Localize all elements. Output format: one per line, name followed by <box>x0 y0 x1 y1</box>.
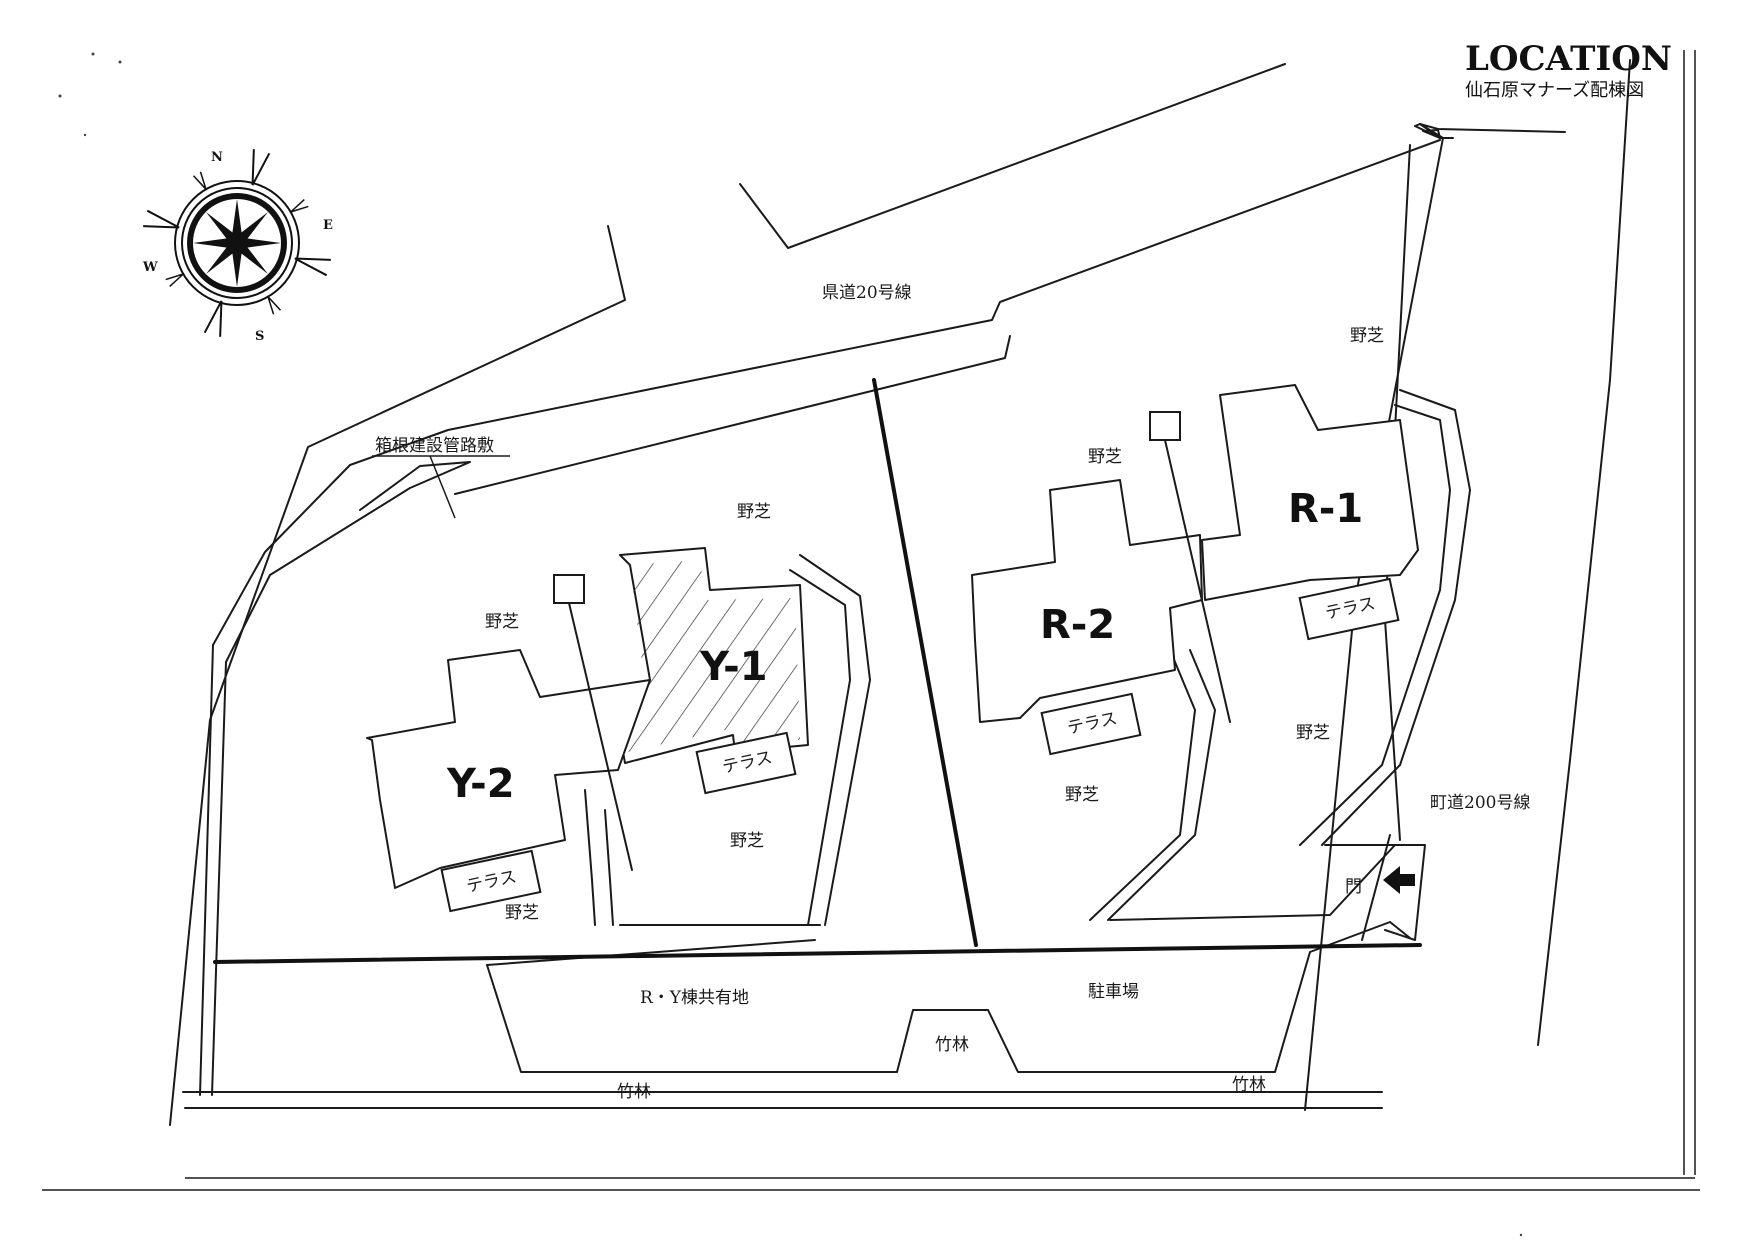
compass-n-label: N <box>211 150 223 165</box>
town-road-label: 町道200号線 <box>1430 793 1530 813</box>
easement-leader <box>429 455 456 519</box>
lawn-label-r2-south: 野芝 <box>1065 785 1099 805</box>
bamboo-label-east: 竹林 <box>1232 1075 1266 1095</box>
terrace-y1 <box>695 731 797 795</box>
lawn-label-y2-north: 野芝 <box>485 612 519 632</box>
building-r2-label: R-2 <box>1040 602 1115 648</box>
building-y1 <box>611 547 809 764</box>
terrace-r2 <box>1040 692 1142 756</box>
bamboo-label-center: 竹林 <box>935 1035 969 1055</box>
lawn-label-r1-south: 野芝 <box>1296 723 1330 743</box>
compass-e-label: E <box>323 218 333 233</box>
gate-label: 門 <box>1345 877 1362 897</box>
building-r1-label: R-1 <box>1288 486 1363 532</box>
compass-s-label: S <box>255 329 264 344</box>
compass-w-label: W <box>142 260 158 275</box>
building-y2 <box>366 649 651 889</box>
parking-label: 駐車場 <box>1088 982 1139 1002</box>
bamboo-label-west: 竹林 <box>617 1082 651 1102</box>
compass-icon <box>143 149 331 337</box>
lawn-label-y1-north: 野芝 <box>737 502 771 522</box>
easement-label: 箱根建設管路敷 <box>375 436 494 456</box>
scan-specks <box>58 52 1547 1237</box>
building-r2 <box>971 479 1203 723</box>
common-boundary-line <box>213 943 1422 964</box>
building-y2-label: Y-2 <box>446 761 515 807</box>
walkways <box>584 389 1471 926</box>
gate-arrow-icon <box>1383 866 1415 894</box>
lawn-label-y2-south: 野芝 <box>505 903 539 923</box>
terrace-y2 <box>440 849 542 913</box>
road-lines <box>169 59 1631 1126</box>
prefectural-road-label: 県道20号線 <box>822 283 912 303</box>
lawn-label-r2-north: 野芝 <box>1088 447 1122 467</box>
page-subtitle: 仙石原マナーズ配棟図 <box>1465 80 1644 101</box>
division-line <box>872 378 978 947</box>
utility-posts <box>553 411 1231 871</box>
building-y1-label: Y-1 <box>699 644 768 690</box>
terrace-r1 <box>1298 577 1400 641</box>
building-r1 <box>1201 384 1419 601</box>
common-area-label: R・Y棟共有地 <box>640 988 749 1008</box>
lawn-label-y1-south: 野芝 <box>730 831 764 851</box>
lawn-label-ne: 野芝 <box>1350 326 1384 346</box>
page-title: LOCATION <box>1465 39 1672 79</box>
page-frame <box>42 50 1700 1191</box>
